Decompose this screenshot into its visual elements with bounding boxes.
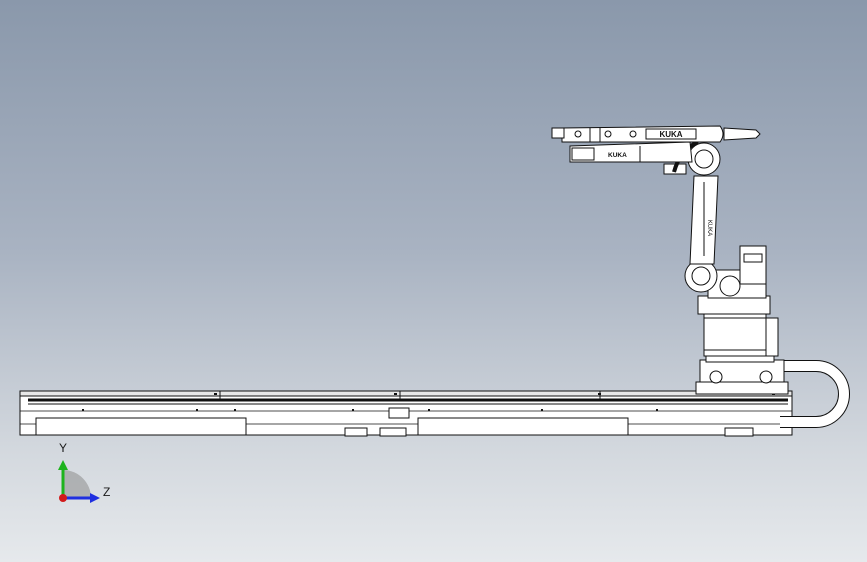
tool-brand-label: KUKA <box>659 130 682 139</box>
linear-track[interactable] <box>19 390 793 437</box>
carriage-base <box>695 381 789 395</box>
cover-panel-left <box>35 417 247 436</box>
x-axis-origin-dot <box>59 494 67 502</box>
z-axis-label: Z <box>103 485 111 499</box>
tool-bolt-2 <box>604 130 612 138</box>
carriage-wheel-1 <box>709 370 723 384</box>
track-top-edge <box>19 390 793 397</box>
motor-detail <box>743 253 763 263</box>
shoulder-joint-inner <box>691 266 711 286</box>
axis-motor-a1 <box>739 245 767 285</box>
z-axis-arrowhead <box>90 493 100 503</box>
robot-turntable <box>697 295 771 315</box>
track-foot-3 <box>724 427 754 437</box>
forearm-end-cap <box>571 147 595 161</box>
coordinate-triad <box>58 460 100 503</box>
robot-shoulder[interactable] <box>684 245 767 297</box>
y-axis-label: Y <box>59 441 68 455</box>
robot-base-cylinder <box>703 313 767 357</box>
robot-carriage[interactable] <box>695 351 789 395</box>
tool-bolt-1 <box>574 130 582 138</box>
robot-lower-arm[interactable]: KUKA <box>689 175 719 265</box>
robot-forearm[interactable]: KUKA <box>569 141 693 163</box>
track-connector <box>388 407 410 419</box>
carriage-wheel-2 <box>759 370 773 384</box>
triad-plane-shade <box>63 470 91 498</box>
y-axis-arrowhead <box>58 460 68 470</box>
cable-carrier[interactable] <box>780 360 850 428</box>
track-foot-2 <box>379 427 407 437</box>
tool-bolt-3 <box>629 130 637 138</box>
cover-panel-right <box>417 417 629 436</box>
tool-end-cap <box>551 127 565 139</box>
track-foot-1 <box>344 427 368 437</box>
gearbox <box>719 275 741 297</box>
lower-arm-brand-label: KUKA <box>706 220 712 236</box>
robot-wrist-tool[interactable]: KUKA <box>551 125 761 143</box>
tool-arm-body <box>561 125 724 143</box>
tool-label-plate <box>645 128 697 140</box>
robot-base-side <box>765 317 779 357</box>
forearm-brand-label: KUKA <box>608 152 627 159</box>
forearm-housing <box>569 141 693 163</box>
cable-loop-inner <box>780 361 849 427</box>
torch-tip <box>723 127 761 141</box>
elbow-joint-inner <box>694 149 714 169</box>
